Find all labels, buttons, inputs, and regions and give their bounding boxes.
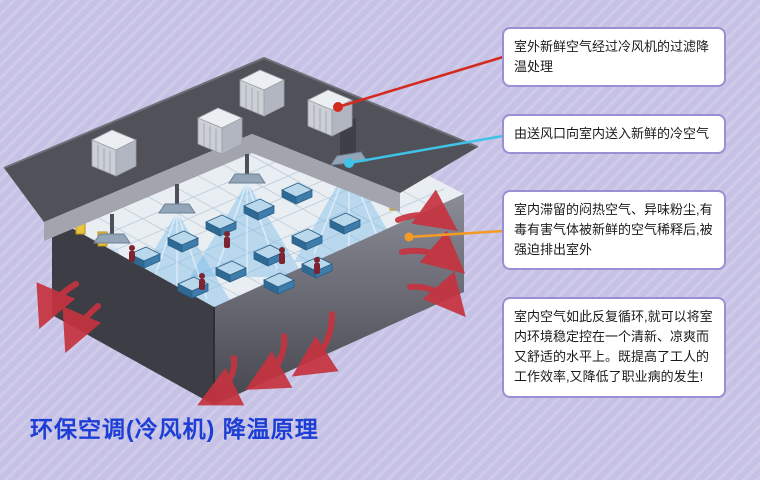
front-left-wall: [52, 217, 214, 405]
cooling-unit: [239, 69, 285, 117]
cooling-unit: [307, 89, 353, 137]
callout-box-exhaust: 室内滞留的闷热空气、异味粉尘,有毒有害气体被新鲜的空气稀释后,被强迫排出室外: [502, 190, 726, 271]
callout-text: 室外新鲜空气经过冷风机的过滤降温处理: [514, 39, 710, 75]
worker-figures: [129, 231, 320, 290]
callout-text: 由送风口向室内送入新鲜的冷空气: [514, 126, 710, 141]
interior-ceiling-strip: [44, 134, 400, 241]
rooftop-cooling-units: [91, 69, 353, 177]
cooling-unit: [91, 129, 137, 177]
workshop-machines: [129, 182, 361, 299]
callout-box-circulation: 室内空气如此反复循环,就可以将室内环境稳定控在一个清新、凉爽而又舒适的水平上。既…: [502, 297, 726, 398]
callout-text: 室内滞留的闷热空气、异味粉尘,有毒有害气体被新鲜的空气稀释后,被强迫排出室外: [514, 202, 713, 258]
callout-box-fresh-air: 室外新鲜空气经过冷风机的过滤降温处理: [502, 27, 726, 88]
exhaust-arrows: [36, 189, 466, 406]
callout-text: 室内空气如此反复循环,就可以将室内环境稳定控在一个清新、凉爽而又舒适的水平上。既…: [514, 309, 713, 385]
callout-box-supply-air: 由送风口向室内送入新鲜的冷空气: [502, 114, 726, 155]
page-title: 环保空调(冷风机) 降温原理: [30, 416, 319, 442]
factory-illustration: [3, 56, 479, 406]
cooling-unit: [197, 107, 243, 155]
